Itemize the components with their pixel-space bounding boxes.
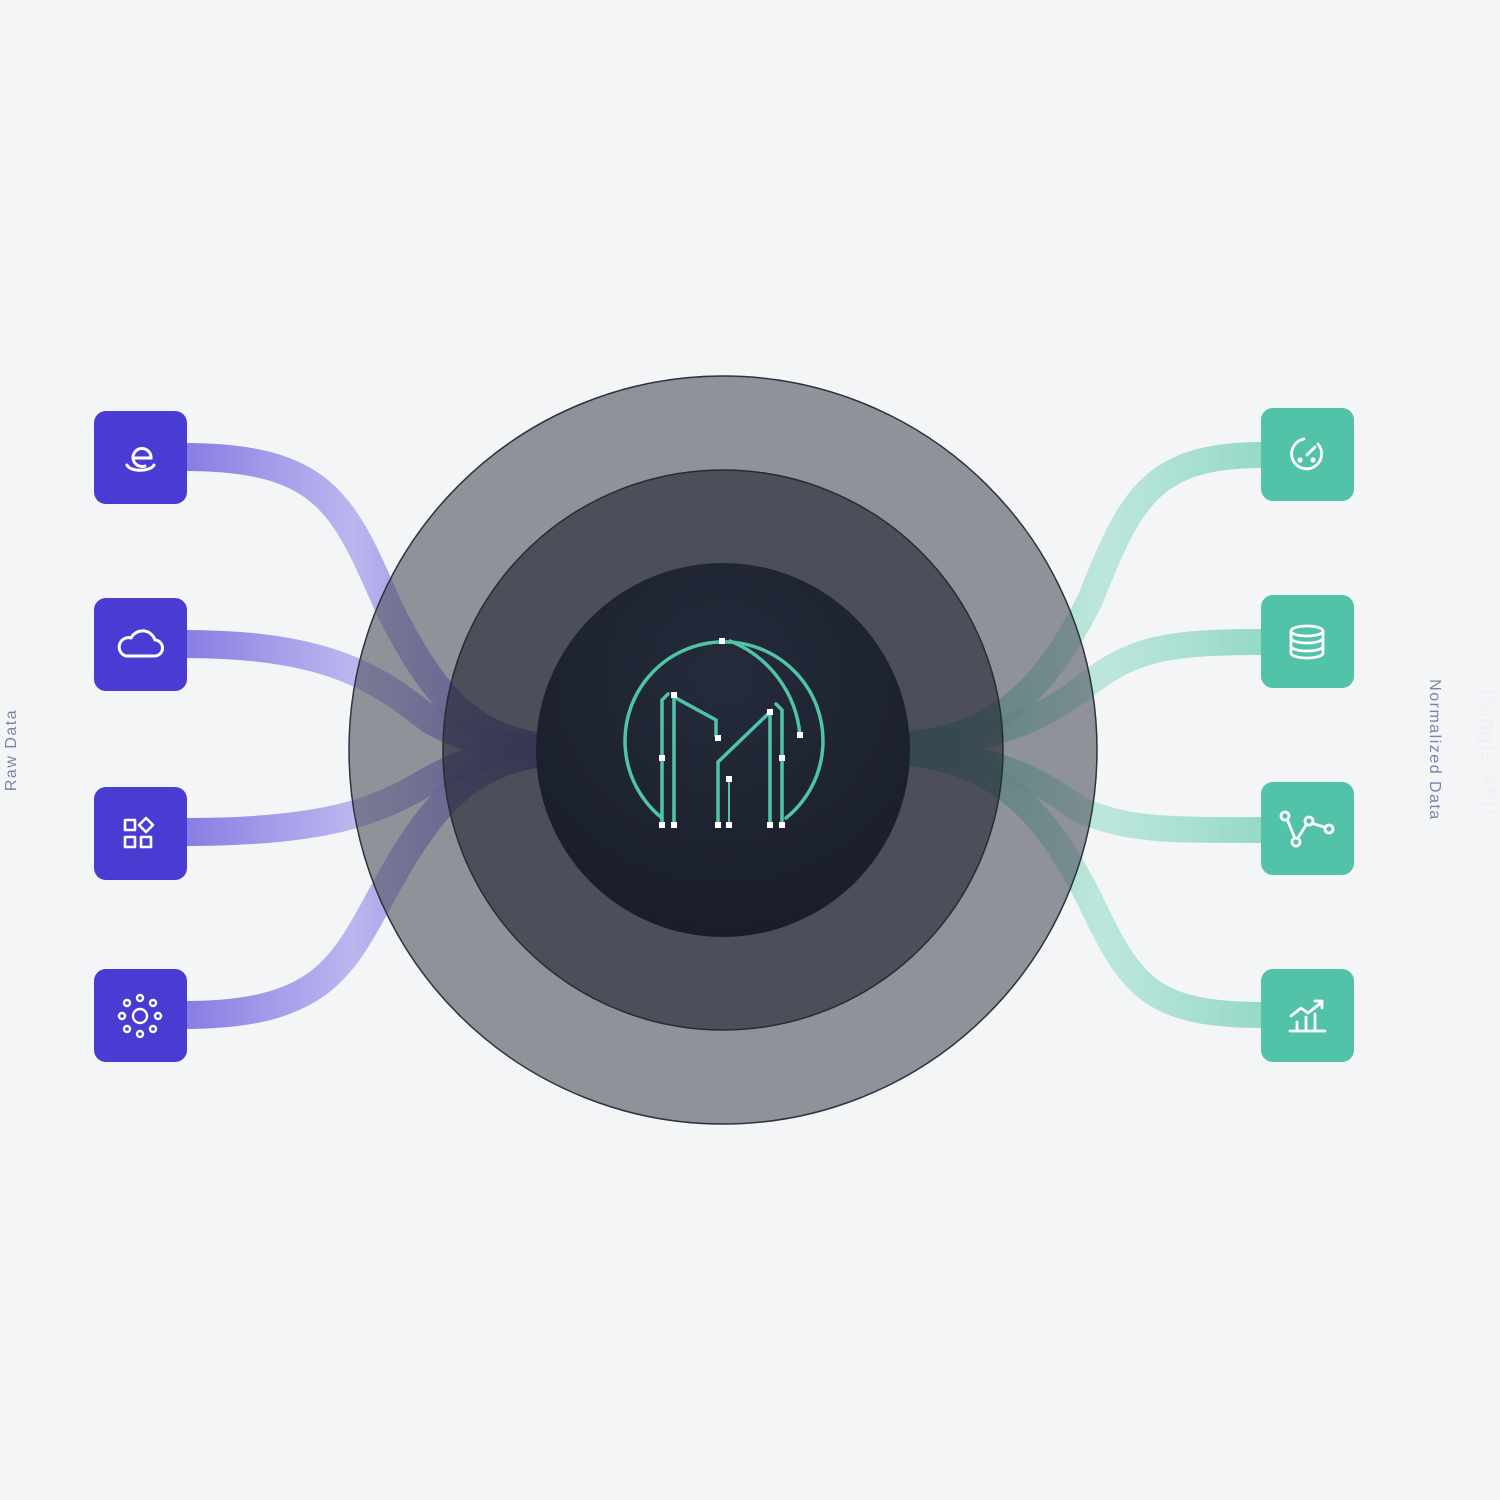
output-node-3[interactable] xyxy=(1261,782,1354,875)
output-node-2[interactable] xyxy=(1261,595,1354,688)
growth-chart-icon xyxy=(1288,999,1327,1033)
gauge-icon xyxy=(1290,437,1323,471)
apps-grid-icon xyxy=(123,816,155,849)
output-node-4[interactable] xyxy=(1261,969,1354,1062)
source-node-4[interactable] xyxy=(94,969,187,1062)
source-node-1[interactable] xyxy=(94,411,187,504)
database-icon xyxy=(1289,624,1325,660)
emarsys-icon xyxy=(125,447,156,472)
source-node-3[interactable] xyxy=(94,787,187,880)
route-icon xyxy=(1279,810,1335,848)
output-node-1[interactable] xyxy=(1261,408,1354,501)
cloud-icon xyxy=(117,629,164,658)
hub-icon xyxy=(117,993,163,1039)
source-node-2[interactable] xyxy=(94,598,187,691)
raw-data-label: Raw Data xyxy=(3,708,20,792)
core-circle xyxy=(536,563,910,937)
single-api-label: {Single API} xyxy=(1476,688,1499,818)
hub-logo-nodes xyxy=(659,638,803,828)
normalized-data-label: Normalized Data xyxy=(1426,679,1443,821)
